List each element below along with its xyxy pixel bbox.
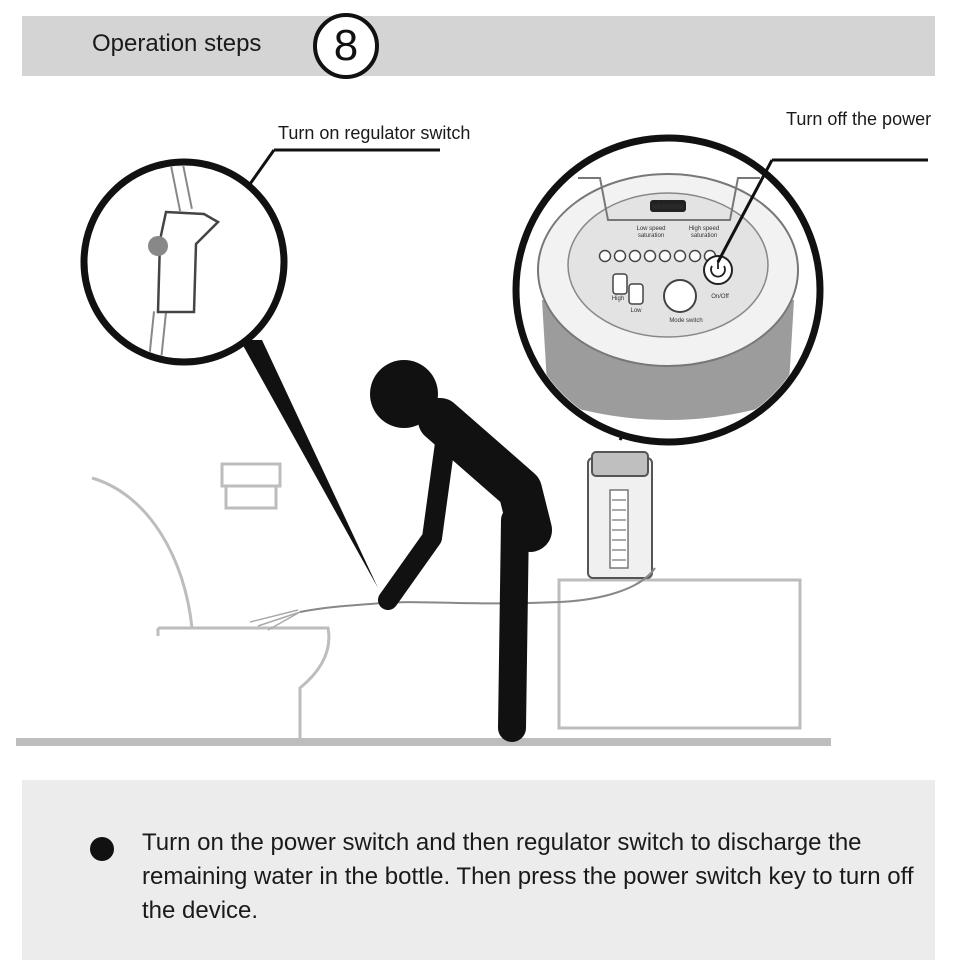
water-spray: [249, 609, 301, 631]
low-speed-label-2: saturation: [638, 233, 664, 239]
high-button-label: High: [612, 296, 624, 302]
regulator-switch-inset: [80, 148, 440, 588]
low-speed-label-1: Low speed: [636, 226, 665, 232]
callout-regulator-switch: Turn on regulator switch: [278, 123, 471, 143]
instruction-panel: [22, 780, 935, 960]
control-panel-inset: 88888888 Low speed saturation High speed…: [512, 134, 928, 446]
callout-power-off: Turn off the power: [786, 109, 932, 129]
person-figure: [370, 360, 552, 742]
step-number-badge: 8: [313, 13, 379, 79]
header-title: Operation steps: [92, 30, 262, 57]
header-bar: [22, 16, 935, 76]
tube: [299, 567, 656, 613]
display-label: 88888888: [652, 204, 683, 211]
high-speed-label-2: saturation: [691, 233, 717, 239]
floor-line: [16, 738, 831, 746]
on-off-label: On/Off: [711, 294, 729, 300]
instruction-text: Turn on the power switch and then regula…: [142, 829, 914, 924]
high-speed-label-1: High speed: [689, 226, 719, 232]
toilet-icon: [91, 476, 331, 738]
bottle-device: [587, 451, 653, 579]
illustration: 88888888 Low speed saturation High speed…: [16, 134, 928, 746]
low-button-label: Low: [630, 308, 642, 314]
cabinet: [557, 578, 802, 730]
bullet-icon: [90, 837, 114, 861]
toilet-paper-icon: [220, 462, 282, 510]
mode-switch-label: Mode switch: [669, 318, 702, 324]
